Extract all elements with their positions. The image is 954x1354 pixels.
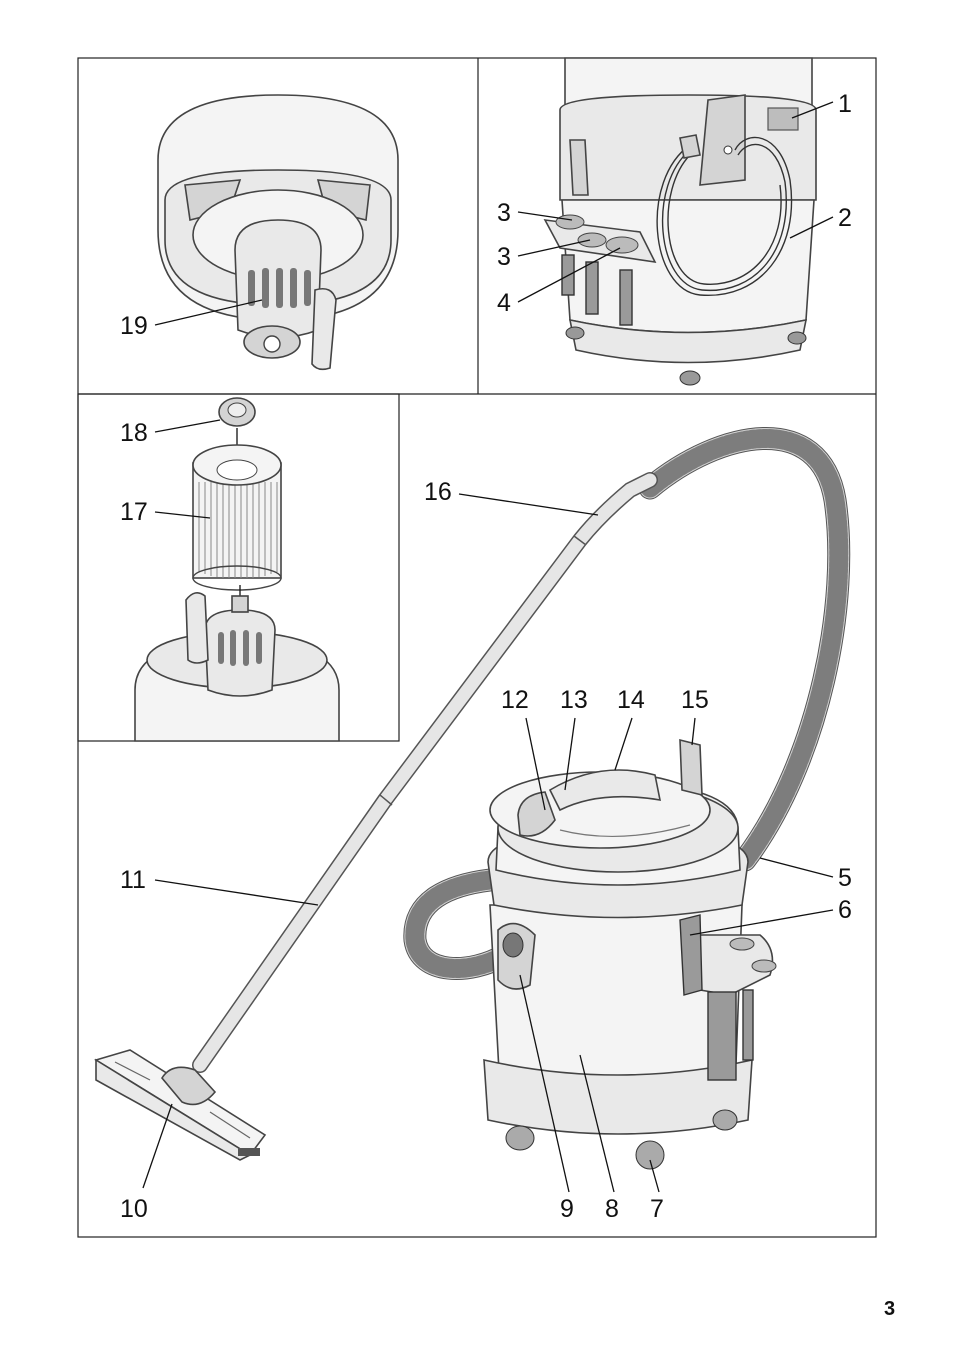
floor-nozzle: [96, 1050, 265, 1160]
callout-8: 8: [605, 1195, 619, 1223]
callout-15: 15: [681, 686, 709, 714]
callout-14: 14: [617, 686, 645, 714]
callout-9: 9: [560, 1195, 574, 1223]
callout-3-lower: 3: [497, 243, 511, 271]
callout-16: 16: [424, 478, 452, 506]
panel-filter-cartridge: [135, 398, 339, 741]
callout-13: 13: [560, 686, 588, 714]
container-body: [484, 740, 776, 1169]
callout-18: 18: [120, 419, 148, 447]
callout-1: 1: [838, 90, 852, 118]
callout-4: 4: [497, 289, 511, 317]
page-number: 3: [884, 1298, 895, 1321]
callout-19: 19: [120, 312, 148, 340]
callout-6: 6: [838, 896, 852, 924]
panel-filter-basket: [158, 95, 398, 369]
callout-2: 2: [838, 204, 852, 232]
callout-3-upper: 3: [497, 199, 511, 227]
callout-17: 17: [120, 498, 148, 526]
callout-7: 7: [650, 1195, 664, 1223]
callout-10: 10: [120, 1195, 148, 1223]
panel-accessory-holder: [545, 58, 816, 385]
callout-11: 11: [120, 866, 146, 894]
callout-5: 5: [838, 864, 852, 892]
callout-12: 12: [501, 686, 529, 714]
